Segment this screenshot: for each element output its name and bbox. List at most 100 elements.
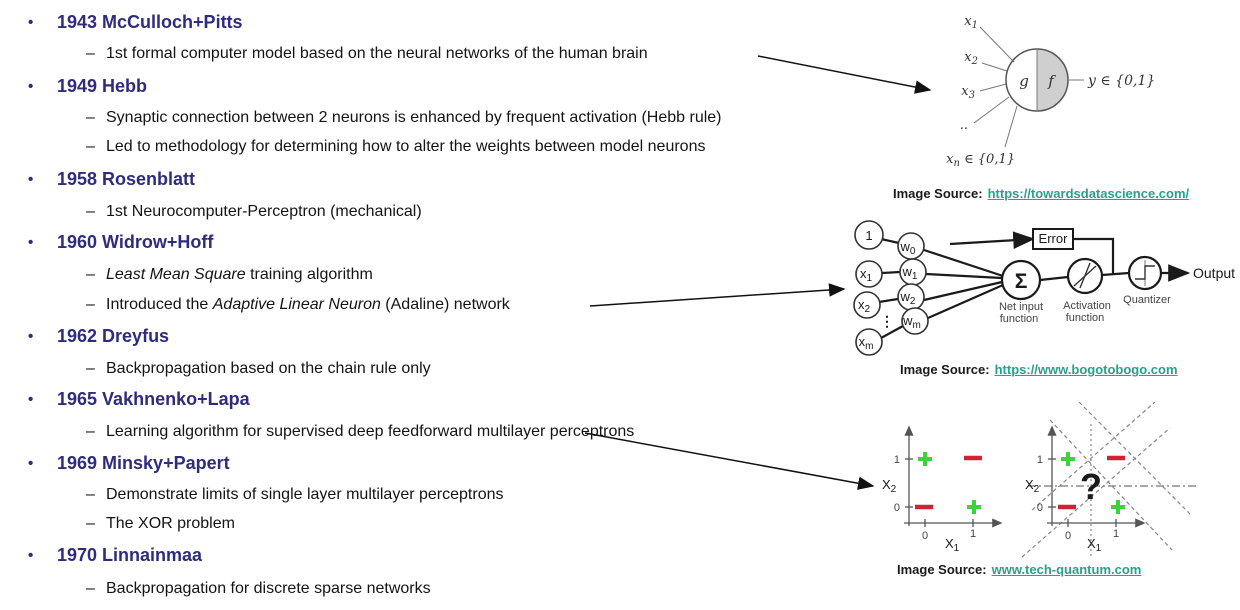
dash-icon: – — [86, 45, 95, 62]
timeline-heading-text: 1943 McCulloch+Pitts — [57, 12, 243, 32]
timeline-subentry: – 1st Neurocomputer-Perceptron (mechanic… — [0, 201, 860, 222]
mp-output-label: y ∈ {0,1} — [1087, 73, 1155, 89]
sum-node — [1000, 259, 1042, 301]
net-input-label: Net input — [999, 301, 1043, 313]
adaline-node-xm — [855, 328, 883, 356]
timeline-entry-1969: • 1969 Minsky+Papert — [0, 452, 860, 474]
image-source-caption-2: Image Source: https://www.bogotobogo.com — [900, 362, 1178, 377]
timeline-subentry: – Demonstrate limits of single layer mul… — [0, 484, 860, 505]
timeline-sub-text: Least Mean Square training algorithm — [106, 264, 860, 285]
timeline-heading-text: 1960 Widrow+Hoff — [57, 232, 214, 252]
timeline-heading-text: 1958 Rosenblatt — [57, 169, 196, 189]
bullet-icon: • — [28, 455, 34, 472]
mp-neuron-shaded-half — [1037, 49, 1068, 111]
dash-icon: – — [86, 360, 95, 377]
timeline-sub-text: 1st formal computer model based on the n… — [106, 45, 648, 62]
timeline-subentry: – Led to methodology for determining how… — [0, 136, 860, 157]
xm-label: xm — [859, 334, 874, 352]
bullet-icon: • — [28, 234, 34, 251]
timeline-subentry: – Least Mean Square training algorithm — [0, 264, 860, 285]
bullet-icon: • — [28, 328, 34, 345]
bullet-icon: • — [28, 547, 34, 564]
plain-phrase: (Adaline) network — [380, 296, 510, 313]
dash-icon: – — [86, 580, 95, 597]
dash-icon: – — [86, 266, 95, 283]
mp-g-label: g — [1019, 72, 1029, 90]
mp-f-label: f — [1047, 72, 1056, 90]
timeline-subentry: – Introduced the Adaptive Linear Neuron … — [0, 294, 860, 315]
image-source-caption-1: Image Source: https://towardsdatascience.… — [893, 186, 1189, 201]
timeline-heading-text: 1969 Minsky+Papert — [57, 453, 230, 473]
tech-quantum-link[interactable]: www.tech-quantum.com — [991, 562, 1142, 577]
timeline-heading-text: 1949 Hebb — [57, 76, 148, 96]
dash-icon: – — [86, 203, 95, 220]
bullet-icon: • — [28, 78, 34, 95]
timeline-heading-text: 1962 Dreyfus — [57, 326, 170, 346]
timeline-sub-text: 1st Neurocomputer-Perceptron (mechanical… — [106, 203, 422, 220]
vertical-dots: ⋮ — [880, 313, 894, 329]
bullet-icon: • — [28, 391, 34, 408]
error-box — [1032, 228, 1074, 250]
image-source-caption-3: Image Source: www.tech-quantum.com — [897, 562, 1141, 577]
caption-label: Image Source: — [893, 186, 983, 201]
timeline-sub-text: Learning algorithm for supervised deep f… — [106, 423, 635, 440]
x-axis-label: X1 — [945, 536, 960, 554]
ytick-0: 0 — [1037, 502, 1043, 514]
timeline-sub-text: The XOR problem — [106, 515, 235, 532]
xor-right-plot: 1 0 0 1 X2 X1 ? — [1021, 402, 1198, 558]
timeline-sub-text: Introduced the Adaptive Linear Neuron (A… — [106, 294, 860, 315]
dash-icon: – — [86, 138, 95, 155]
adaline-node-wm — [901, 307, 929, 335]
mp-input-x1: x1 — [964, 14, 978, 31]
mcculloch-pitts-figure: g f x1 x2 x3 .. xn ∈ {0,1} y ∈ {0,1} — [946, 14, 1155, 169]
timeline-entry-1962: • 1962 Dreyfus — [0, 325, 860, 347]
timeline-sub-text: Demonstrate limits of single layer multi… — [106, 486, 504, 503]
bogotobogo-link[interactable]: https://www.bogotobogo.com — [994, 362, 1178, 377]
timeline-heading-text: 1970 Linnainmaa — [57, 545, 203, 565]
xtick-1: 1 — [1113, 528, 1119, 540]
ytick-1: 1 — [894, 454, 900, 466]
w2-label: w2 — [900, 289, 916, 307]
timeline-sub-text: Backpropagation for discrete sparse netw… — [106, 580, 431, 597]
timeline-subentry: – 1st formal computer model based on the… — [0, 43, 860, 64]
mp-input-dots: .. — [960, 118, 968, 133]
adaline-feedback — [949, 231, 1115, 274]
quantizer-step-icon — [1135, 260, 1155, 286]
timeline-subentry: – The XOR problem — [0, 513, 860, 534]
w0-label: w0 — [900, 239, 916, 257]
y-axis-label: X2 — [1025, 477, 1040, 495]
activation-label-2: function — [1066, 312, 1105, 324]
output-label: Output — [1193, 265, 1235, 281]
x-axis-label: X1 — [1087, 536, 1102, 554]
xtick-1: 1 — [970, 528, 976, 540]
dash-icon: – — [86, 296, 95, 313]
sigma-symbol: Σ — [1015, 270, 1028, 293]
dash-icon: – — [86, 486, 95, 503]
caption-label: Image Source: — [900, 362, 990, 377]
timeline-sub-text: Backpropagation based on the chain rule … — [106, 360, 431, 377]
question-mark: ? — [1080, 466, 1102, 507]
plus-marker — [918, 452, 932, 466]
x1-label: x1 — [860, 266, 873, 284]
xor-left-plot: 1 0 0 1 X2 X1 — [882, 425, 1003, 554]
timeline-subentry: – Synaptic connection between 2 neurons … — [0, 107, 860, 128]
timeline-subentry: – Learning algorithm for supervised deep… — [0, 421, 860, 442]
plus-marker — [967, 500, 981, 514]
mp-input-x2: x2 — [964, 50, 978, 67]
timeline-sub-text: Led to methodology for determining how t… — [106, 138, 706, 155]
quantizer-label: Quantizer — [1123, 294, 1171, 306]
xor-problem-figure: 1 0 0 1 X2 X1 1 0 0 — [882, 402, 1198, 558]
plain-phrase: Introduced the — [106, 296, 213, 313]
adaline-node-x1 — [855, 260, 883, 288]
mp-input-lines — [973, 26, 1018, 148]
bias-label: 1 — [865, 228, 872, 243]
timeline-entry-1970: • 1970 Linnainmaa — [0, 544, 860, 566]
towardsdatascience-link[interactable]: https://towardsdatascience.com/ — [987, 186, 1190, 201]
adaline-node-x2 — [853, 291, 881, 319]
caption-label: Image Source: — [897, 562, 987, 577]
adaline-node-bias — [854, 220, 884, 250]
dash-icon: – — [86, 515, 95, 532]
timeline-subentry: – Backpropagation for discrete sparse ne… — [0, 578, 860, 599]
plain-phrase: training algorithm — [245, 266, 373, 283]
